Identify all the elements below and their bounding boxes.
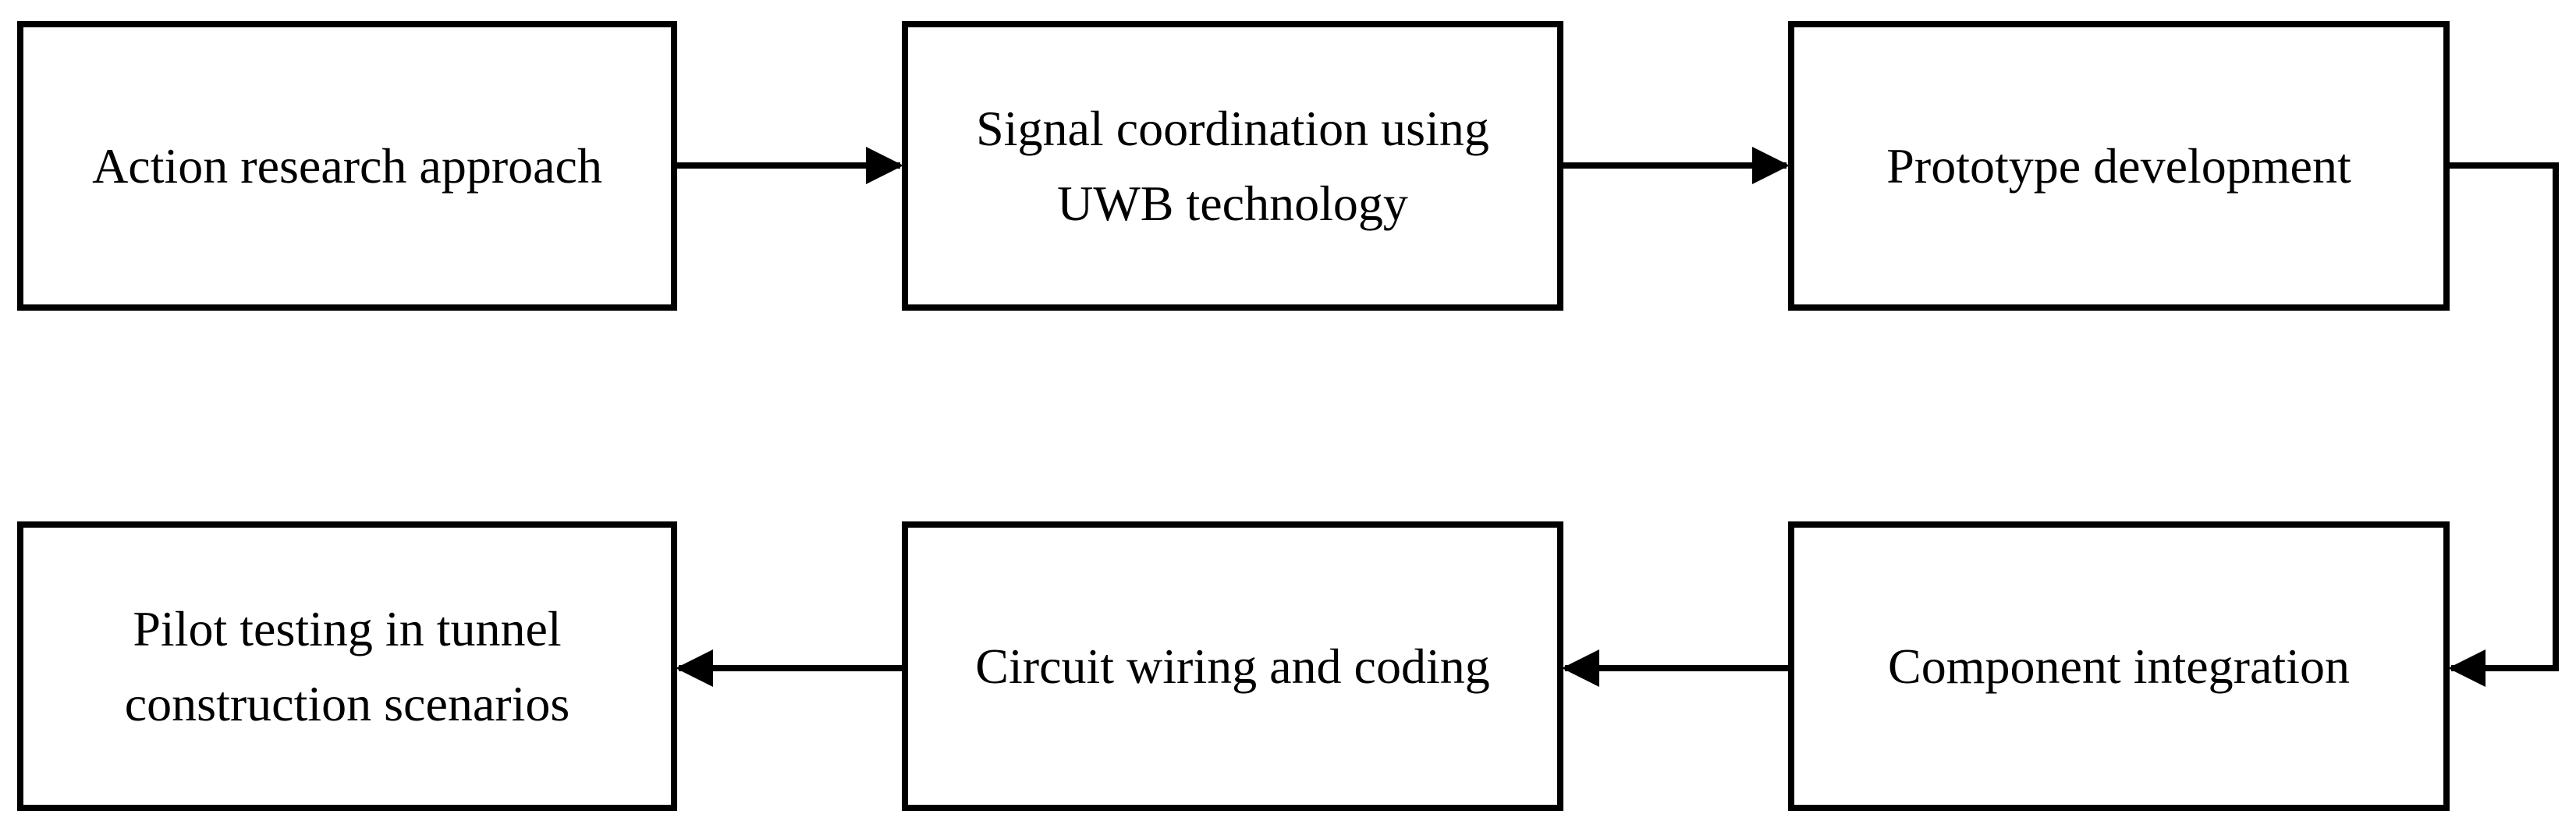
step-label: Action research approach <box>92 137 602 194</box>
step-label: Pilot testing in tunnel construction sce… <box>124 600 570 731</box>
step-box-prototype-development: Prototype development <box>1788 21 2450 311</box>
step-box-component-integration: Component integration <box>1788 521 2450 811</box>
step-box-pilot-testing: Pilot testing in tunnel construction sce… <box>17 521 677 811</box>
step-box-signal-coordination: Signal coordination using UWB technology <box>902 21 1563 311</box>
arrow-step-3-to-step-4 <box>2448 162 2559 687</box>
step-box-action-research: Action research approach <box>17 21 677 311</box>
step-box-circuit-wiring: Circuit wiring and coding <box>902 521 1563 811</box>
step-label: Prototype development <box>1886 137 2351 194</box>
step-label: Component integration <box>1888 638 2350 694</box>
step-label: Circuit wiring and coding <box>975 638 1490 694</box>
step-label: Signal coordination using UWB technology <box>976 100 1489 231</box>
